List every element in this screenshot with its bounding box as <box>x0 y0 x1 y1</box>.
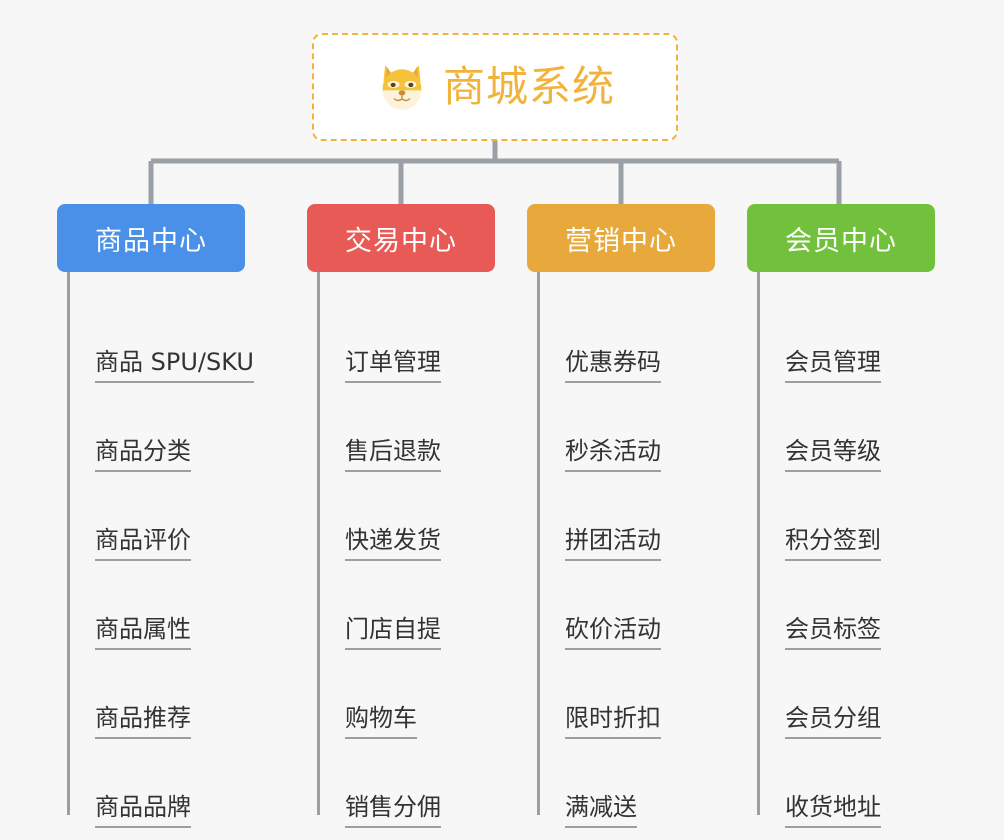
list-item[interactable]: 商品推荐 <box>58 650 245 739</box>
list-item[interactable]: 秒杀活动 <box>528 383 715 472</box>
list-item[interactable]: 收货地址 <box>748 739 935 828</box>
root-title: 商城系统 <box>442 62 615 111</box>
list-item[interactable]: 购物车 <box>308 650 495 739</box>
list-item[interactable]: 商品属性 <box>58 561 245 650</box>
child-label: 商品 SPU/SKU <box>95 348 254 383</box>
list-item[interactable]: 限时折扣 <box>528 650 715 739</box>
list-item[interactable]: 会员管理 <box>748 294 935 383</box>
shiba-dog-face-icon <box>382 65 422 110</box>
branch-column-1: 交易中心 订单管理 售后退款 快递发货 门店自提 购物车 销售分佣 <box>307 204 495 828</box>
child-label: 门店自提 <box>345 615 441 650</box>
branch-column-0: 商品中心 商品 SPU/SKU 商品分类 商品评价 商品属性 商品推荐 商品品牌 <box>57 204 254 828</box>
branch-header-1[interactable]: 交易中心 <box>307 204 495 272</box>
branch-label-3: 会员中心 <box>785 225 897 257</box>
child-label: 会员标签 <box>785 615 881 650</box>
list-item[interactable]: 门店自提 <box>308 561 495 650</box>
list-item[interactable]: 销售分佣 <box>308 739 495 828</box>
root-node-content: 商城系统 <box>375 60 615 114</box>
child-label: 购物车 <box>345 704 417 739</box>
branch-header-0[interactable]: 商品中心 <box>57 204 245 272</box>
child-label: 商品分类 <box>95 437 191 472</box>
list-item[interactable]: 会员等级 <box>748 383 935 472</box>
child-label: 满减送 <box>565 793 637 828</box>
child-label: 优惠券码 <box>565 348 661 383</box>
child-label: 快递发货 <box>345 526 441 561</box>
branch-label-1: 交易中心 <box>345 225 457 257</box>
child-label: 收货地址 <box>785 793 881 828</box>
child-label: 商品品牌 <box>95 793 191 828</box>
child-label: 商品推荐 <box>95 704 191 739</box>
branch-header-2[interactable]: 营销中心 <box>527 204 715 272</box>
child-label: 会员分组 <box>785 704 881 739</box>
child-label: 积分签到 <box>785 526 881 561</box>
child-label: 砍价活动 <box>565 615 661 650</box>
list-item[interactable]: 拼团活动 <box>528 472 715 561</box>
root-node[interactable]: 商城系统 <box>312 33 678 141</box>
list-item[interactable]: 订单管理 <box>308 294 495 383</box>
child-label: 秒杀活动 <box>565 437 661 472</box>
branch-children-1: 订单管理 售后退款 快递发货 门店自提 购物车 销售分佣 <box>307 272 495 828</box>
list-item[interactable]: 售后退款 <box>308 383 495 472</box>
list-item[interactable]: 满减送 <box>528 739 715 828</box>
branch-column-3: 会员中心 会员管理 会员等级 积分签到 会员标签 会员分组 收货地址 <box>747 204 935 828</box>
branch-header-3[interactable]: 会员中心 <box>747 204 935 272</box>
child-label: 会员管理 <box>785 348 881 383</box>
child-label: 销售分佣 <box>345 793 441 828</box>
list-item[interactable]: 会员标签 <box>748 561 935 650</box>
list-item[interactable]: 商品分类 <box>58 383 245 472</box>
list-item[interactable]: 商品 SPU/SKU <box>58 294 254 383</box>
list-item[interactable]: 优惠券码 <box>528 294 715 383</box>
child-label: 商品属性 <box>95 615 191 650</box>
branch-children-3: 会员管理 会员等级 积分签到 会员标签 会员分组 收货地址 <box>747 272 935 828</box>
child-label: 限时折扣 <box>565 704 661 739</box>
branch-children-2: 优惠券码 秒杀活动 拼团活动 砍价活动 限时折扣 满减送 <box>527 272 715 828</box>
child-label: 订单管理 <box>345 348 441 383</box>
branch-column-2: 营销中心 优惠券码 秒杀活动 拼团活动 砍价活动 限时折扣 满减送 <box>527 204 715 828</box>
child-label: 拼团活动 <box>565 526 661 561</box>
branch-children-0: 商品 SPU/SKU 商品分类 商品评价 商品属性 商品推荐 商品品牌 <box>57 272 254 828</box>
child-label: 会员等级 <box>785 437 881 472</box>
branch-label-0: 商品中心 <box>95 225 207 257</box>
list-item[interactable]: 快递发货 <box>308 472 495 561</box>
list-item[interactable]: 商品品牌 <box>58 739 245 828</box>
list-item[interactable]: 商品评价 <box>58 472 245 561</box>
list-item[interactable]: 砍价活动 <box>528 561 715 650</box>
child-label: 售后退款 <box>345 437 441 472</box>
child-label: 商品评价 <box>95 526 191 561</box>
list-item[interactable]: 积分签到 <box>748 472 935 561</box>
list-item[interactable]: 会员分组 <box>748 650 935 739</box>
branch-label-2: 营销中心 <box>565 225 677 257</box>
